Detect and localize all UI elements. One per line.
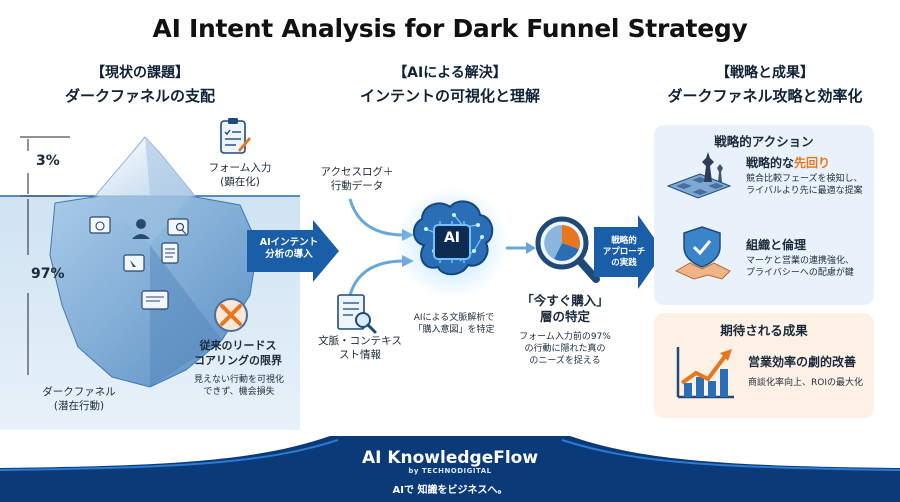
magnifier-chart-icon xyxy=(535,216,600,283)
identify-title: 「今すぐ購入」 層の特定 xyxy=(512,293,618,325)
intent-analysis-arrow-label: AIインテント 分析の導入 xyxy=(252,237,326,261)
right-column-label: 【戦略と成果】 xyxy=(716,65,814,81)
context-info-label: 文脈・コンテキス スト情報 xyxy=(314,334,406,362)
identify-title-line1: 「今すぐ購入」 xyxy=(521,293,609,308)
expected-results-panel xyxy=(654,313,874,418)
middle-column-heading: 【AIによる解決】 インテントの可視化と理解 xyxy=(320,62,580,106)
action1-desc-line1: 競合比較フェーズを検知し、 xyxy=(746,174,863,184)
access-log-line2: 行動データ xyxy=(330,180,384,192)
identify-desc-line2: の行動に隠れた真の xyxy=(524,344,606,354)
page-title: AI Intent Analysis for Dark Funnel Strat… xyxy=(152,14,748,43)
identify-desc-line1: フォーム入力前の97% xyxy=(519,332,611,342)
context-info-line1: 文脈・コンテキス xyxy=(318,335,402,347)
left-column-heading: 【現状の課題】 ダークファネルの支配 xyxy=(20,62,260,106)
right-column-heading: 【戦略と成果】 ダークファネル攻略と効率化 xyxy=(640,62,890,106)
left-column-title: ダークファネルの支配 xyxy=(64,87,215,105)
lead-scoring-desc-line2: できず、機会損失 xyxy=(203,387,275,397)
lead-scoring-limit: 従来のリードス コアリングの限界 xyxy=(188,338,288,368)
middle-column-label: 【AIによる解決】 xyxy=(393,65,507,81)
identify-desc-line3: のニーズを捉える xyxy=(529,356,601,366)
form-input-label-line2: (顕在化) xyxy=(220,176,260,188)
intent-arrow-line1: AIインテント xyxy=(259,237,319,248)
strategy-arrow-line2: アプローチ xyxy=(602,247,646,257)
identify-desc: フォーム入力前の97% の行動に隠れた真の のニーズを捉える xyxy=(510,331,620,367)
clipboard-icon xyxy=(220,118,251,154)
left-column-label: 【現状の課題】 xyxy=(91,65,189,81)
action1-title-main: 戦略的な xyxy=(746,156,795,170)
action2-desc-line2: プライバシーへの配慮が鍵 xyxy=(746,268,854,278)
form-input-label: フォーム入力 (顕在化) xyxy=(200,161,280,189)
brain-to-identify-arrow xyxy=(506,242,536,254)
right-column-title: ダークファネル攻略と効率化 xyxy=(667,87,863,105)
footer-byline: by TECHNODIGITAL xyxy=(408,467,492,475)
strategy-approach-arrow xyxy=(594,215,664,289)
dark-funnel-label-line2: (潜在行動) xyxy=(53,400,105,412)
action1-title: 戦略的な先回り xyxy=(746,154,830,171)
shield-handshake-icon xyxy=(674,226,731,280)
strategy-arrow-label: 戦略的 アプローチ の実践 xyxy=(598,236,650,269)
expected-results-heading: 期待される成果 xyxy=(720,323,808,338)
action2-desc-line1: マーケと営業の連携強化、 xyxy=(746,256,855,266)
identify-title-line2: 層の特定 xyxy=(539,309,590,324)
action2-title: 組織と倫理 xyxy=(746,238,807,252)
middle-column-title: インテントの可視化と理解 xyxy=(359,87,540,105)
results-desc: 商談化率向上、ROIの最大化 xyxy=(748,378,863,388)
lead-scoring-desc-line1: 見えない行動を可視化 xyxy=(193,375,284,385)
intent-analysis-arrow xyxy=(247,220,339,282)
chess-icon xyxy=(666,152,732,199)
form-input-label-line1: フォーム入力 xyxy=(208,162,272,174)
dark-funnel-label-line1: ダークファネル xyxy=(42,386,116,398)
intent-arrow-line2: 分析の導入 xyxy=(265,249,313,260)
action1-title-highlight: 先回り xyxy=(794,156,831,170)
strategic-actions-heading: 戦略的アクション xyxy=(714,134,814,149)
hidden-behavior-icons xyxy=(89,216,189,310)
ai-brain-icon xyxy=(396,187,508,299)
footer-tagline: AIで 知識をビジネスへ。 xyxy=(392,485,508,496)
lead-scoring-limit-line1: 従来のリードス xyxy=(199,339,277,352)
access-log-label: アクセスログ＋ 行動データ xyxy=(312,165,402,193)
footer-brand: AI KnowledgeFlow xyxy=(361,448,539,468)
percent-hidden: 97% xyxy=(31,266,65,282)
action2-desc: マーケと営業の連携強化、 プライバシーへの配慮が鍵 xyxy=(746,255,872,279)
growth-chart-icon xyxy=(676,347,734,399)
failure-x-icon xyxy=(214,298,248,332)
brain-caption: AIによる文脈解析で 「購入意図」を特定 xyxy=(404,312,504,336)
strategy-arrow-line1: 戦略的 xyxy=(611,236,637,246)
dark-funnel-label: ダークファネル (潜在行動) xyxy=(34,385,124,413)
action1-desc-line2: ライバルより先に最適な提案 xyxy=(746,186,863,196)
access-log-line1: アクセスログ＋ xyxy=(320,166,394,178)
action1-desc: 競合比較フェーズを検知し、 ライバルより先に最適な提案 xyxy=(746,173,872,197)
brain-caption-line1: AIによる文脈解析で xyxy=(413,313,495,323)
document-search-icon xyxy=(337,294,377,334)
context-info-line2: スト情報 xyxy=(339,349,381,361)
brain-caption-line2: 「購入意図」を特定 xyxy=(413,325,495,335)
lead-scoring-desc: 見えない行動を可視化 できず、機会損失 xyxy=(186,374,292,398)
strategy-arrow-line3: の実践 xyxy=(611,258,637,268)
results-title: 営業効率の劇的改善 xyxy=(748,355,857,369)
lead-scoring-limit-line2: コアリングの限界 xyxy=(194,354,282,367)
footer-banner xyxy=(0,436,900,502)
ai-chip-label: AI xyxy=(443,230,461,246)
percent-visible: 3% xyxy=(36,153,60,169)
